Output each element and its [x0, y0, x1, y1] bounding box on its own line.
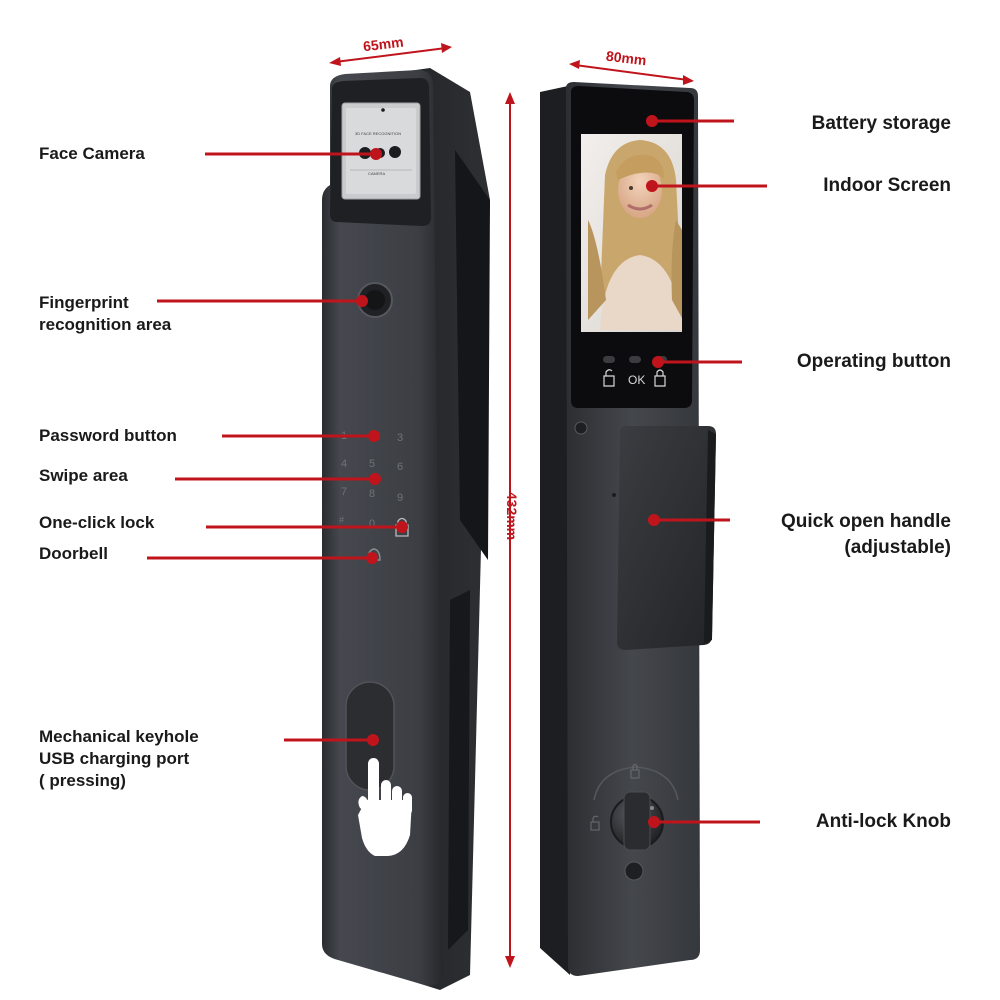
screen-photo-portrait — [588, 140, 682, 330]
fingerprint-label-line2: recognition area — [39, 315, 172, 334]
keyhole-label-line3: ( pressing) — [39, 771, 126, 790]
one-click-lock-label: One-click lock — [39, 513, 155, 532]
pointing-hand-icon — [358, 758, 412, 856]
quick-open-handle-label-line1: Quick open handle — [781, 511, 951, 532]
front-lock — [322, 68, 490, 990]
keypad-key[interactable]: 1 — [341, 430, 348, 442]
operating-button-unlock[interactable] — [603, 356, 615, 363]
camera-chip-top-text: 3D FACE RECOGNITION — [355, 131, 402, 136]
swipe-area-label: Swipe area — [39, 466, 128, 485]
keyhole-label-line2: USB charging port — [39, 749, 190, 768]
fingerprint-label-line1: Fingerprint — [39, 293, 129, 312]
unlock-indicator-icon — [590, 815, 600, 831]
lock-icon — [654, 369, 666, 387]
keypad-key[interactable]: 8 — [369, 488, 376, 500]
battery-storage-label: Battery storage — [811, 113, 951, 134]
camera-chip-bottom-text: CAMERA — [368, 171, 386, 176]
keypad-key[interactable]: 0 — [369, 518, 376, 530]
keypad-key[interactable]: 7 — [341, 486, 348, 498]
doorbell-label: Doorbell — [39, 544, 108, 563]
screw — [624, 861, 644, 881]
quick-open-handle[interactable] — [617, 426, 716, 650]
keypad-key[interactable]: 5 — [369, 458, 376, 470]
ok-label: OK — [628, 373, 646, 387]
camera-lens-icon — [359, 147, 371, 159]
face-camera-label: Face Camera — [39, 144, 145, 163]
anti-lock-knob-label: Anti-lock Knob — [815, 811, 951, 832]
keypad-key[interactable]: # — [339, 515, 345, 525]
keypad-key[interactable]: 9 — [397, 492, 404, 504]
keypad-key[interactable]: 3 — [397, 432, 404, 444]
keypad-key[interactable]: 2 — [369, 430, 376, 442]
operating-button-lock[interactable] — [655, 356, 667, 363]
lock-indicator-icon — [630, 764, 640, 779]
unlock-icon — [603, 369, 615, 387]
operating-button-label: Operating button — [796, 351, 951, 372]
screw — [574, 421, 588, 435]
quick-open-handle-label-line2: (adjustable) — [844, 537, 951, 558]
password-button-label: Password button — [39, 426, 177, 445]
keypad-key[interactable]: 6 — [397, 461, 404, 473]
back-lock — [540, 82, 716, 976]
height-dimension: 432mm — [504, 491, 521, 541]
operating-button-ok[interactable] — [629, 356, 641, 363]
indoor-screen-label: Indoor Screen — [823, 175, 951, 196]
keypad-key[interactable]: 4 — [341, 458, 348, 470]
keyhole-label-line1: Mechanical keyhole — [39, 727, 199, 746]
